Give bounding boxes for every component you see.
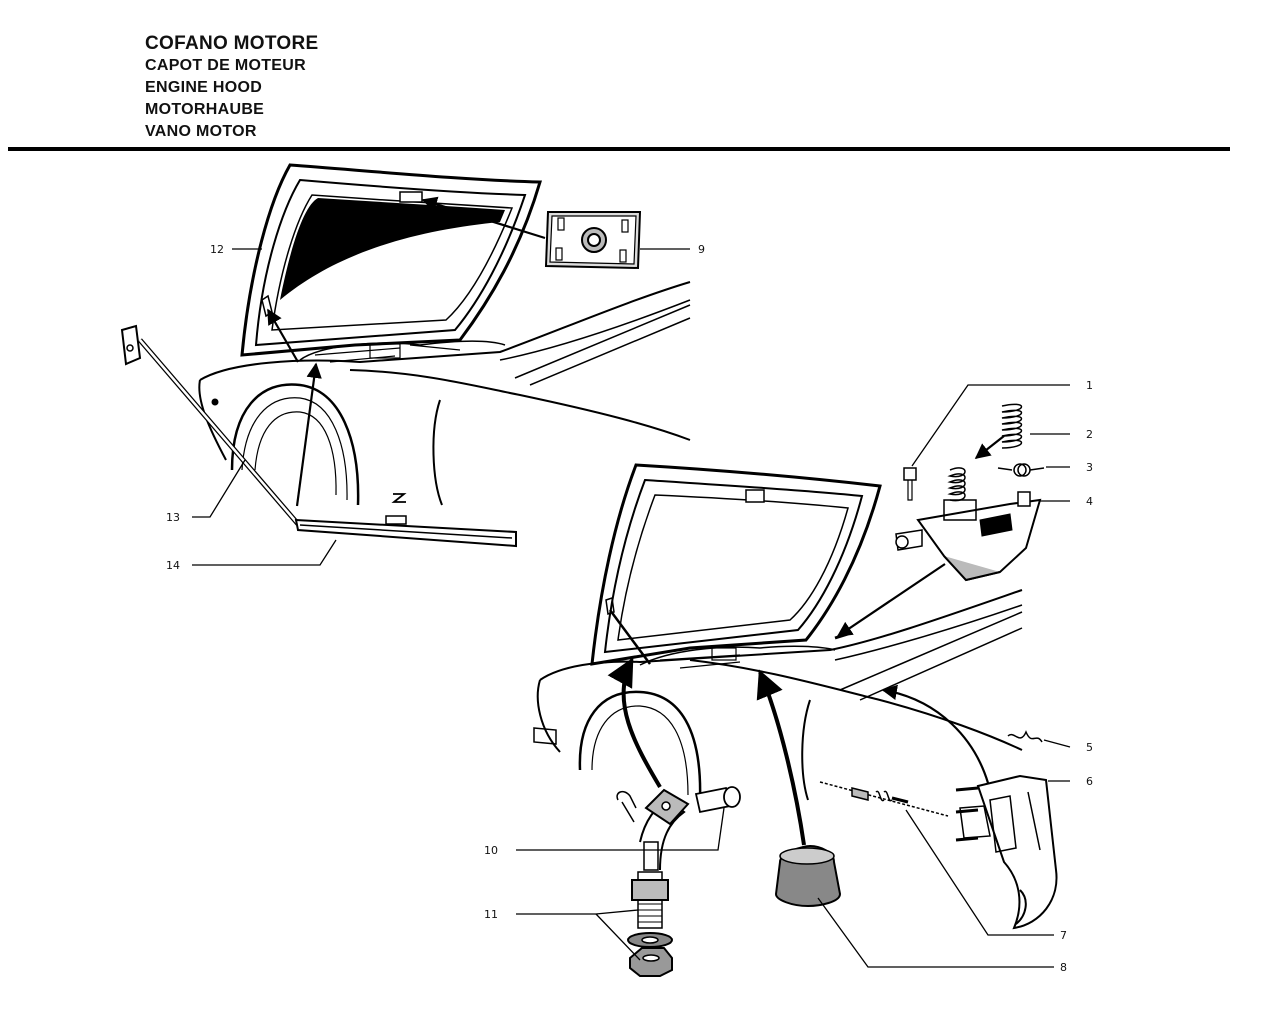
callout-11: 11 <box>484 908 498 921</box>
hood-latch-assembly <box>895 403 1045 582</box>
callout-3: 3 <box>1086 461 1093 474</box>
callout-6: 6 <box>1086 775 1093 788</box>
title-french: CAPOT DE MOTEUR <box>145 57 306 74</box>
callout-8: 8 <box>1060 961 1067 974</box>
callout-9: 9 <box>698 243 705 256</box>
callout-10: 10 <box>484 844 498 857</box>
header-rule <box>8 147 1230 151</box>
stay-channel <box>294 515 517 548</box>
callout-7: 7 <box>1060 929 1067 942</box>
callout-1: 1 <box>1086 379 1093 392</box>
title-german: MOTORHAUBE <box>145 101 265 118</box>
title-italian: COFANO MOTORE <box>145 33 319 54</box>
hood-rest-bolt-group <box>616 786 741 977</box>
title-block: COFANO MOTORE CAPOT DE MOTEUR ENGINE HOO… <box>145 33 319 143</box>
car-upper-illustration <box>198 163 691 506</box>
hood-stay-rod <box>120 324 300 526</box>
car-lower-illustration <box>533 463 1023 801</box>
callout-14: 14 <box>166 559 180 572</box>
leader-lines <box>192 248 1071 968</box>
rubber-bump-stop <box>774 844 842 908</box>
callout-5: 5 <box>1086 741 1093 754</box>
callout-arrows <box>267 196 1005 846</box>
callout-4: 4 <box>1086 495 1093 508</box>
callout-labels: 1 2 3 4 5 6 7 8 9 10 11 12 13 14 <box>166 243 1093 974</box>
callout-12: 12 <box>210 243 224 256</box>
title-english: ENGINE HOOD <box>145 79 263 96</box>
callout-13: 13 <box>166 511 180 524</box>
title-spanish: VANO MOTOR <box>145 123 257 140</box>
callout-2: 2 <box>1086 428 1093 441</box>
release-lever-assembly <box>819 730 1058 930</box>
hood-lock-plate <box>544 211 642 270</box>
